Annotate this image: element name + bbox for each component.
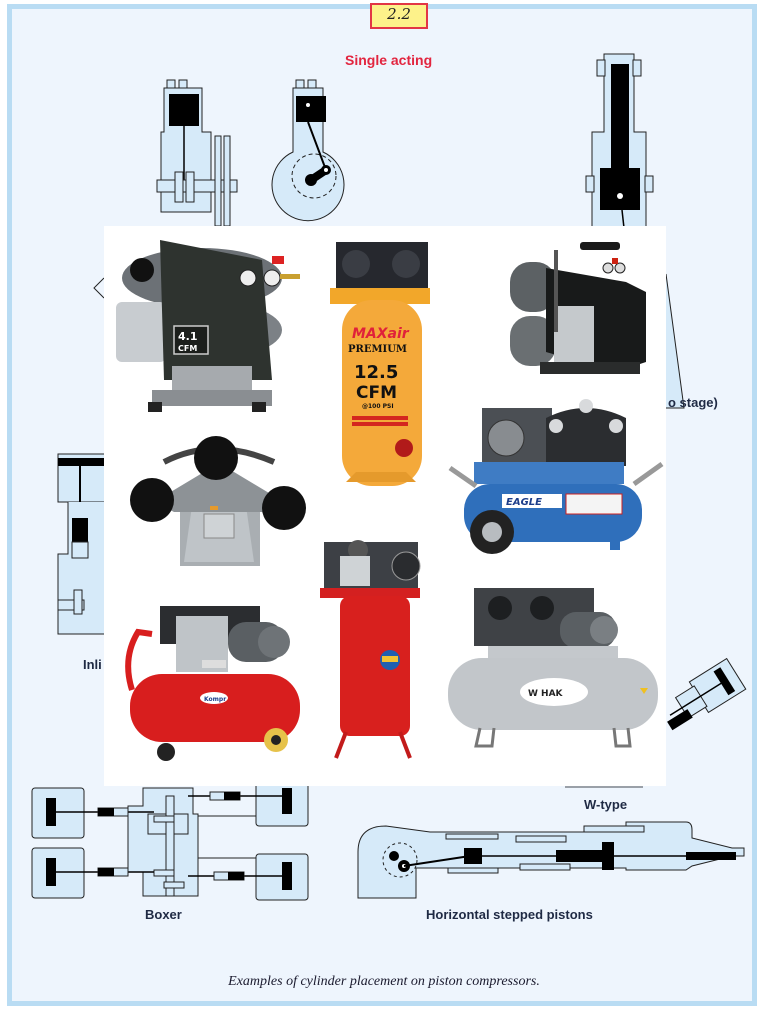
- svg-text:MAXair: MAXair: [352, 326, 410, 342]
- boxer-diagram: [31, 779, 309, 901]
- photo-compressor-2: MAXair PREMIUM 12.5 CFM @100 PSI: [330, 242, 430, 486]
- horizontal-stepped-pistons-diagram: [357, 821, 745, 899]
- label-two-stage: o stage): [668, 395, 718, 410]
- label-inline: Inli: [83, 657, 102, 672]
- single-acting-front-diagram: [271, 79, 345, 222]
- photo-compressor-7: Kompr: [125, 606, 300, 761]
- label-single-acting: Single acting: [345, 52, 433, 68]
- svg-text:PREMIUM: PREMIUM: [348, 344, 407, 355]
- svg-text:EAGLE: EAGLE: [506, 497, 542, 508]
- two-stage-diagram-fragment: [665, 273, 685, 409]
- diagram-fragment-left: [93, 277, 105, 299]
- divider-line: [565, 786, 643, 788]
- figure-caption: Examples of cylinder placement on piston…: [228, 974, 540, 989]
- photo-compressor-8: W HAK: [448, 588, 658, 748]
- photo-compressor-3: [510, 242, 646, 374]
- svg-text:W HAK: W HAK: [528, 689, 564, 699]
- label-boxer: Boxer: [145, 907, 182, 922]
- svg-text:CFM: CFM: [356, 383, 397, 403]
- photo-compressor-4: [130, 436, 306, 566]
- single-acting-side-diagram: [156, 79, 238, 227]
- compressor-photo-collage: 4.1 CFM MAXair PREMIUM 12.5 CFM @100 PSI: [104, 226, 666, 786]
- svg-text:CFM: CFM: [178, 344, 197, 353]
- svg-text:@100 PSI: @100 PSI: [362, 403, 394, 410]
- photo-compressor-6: [320, 540, 421, 759]
- w-type-diagram-fragment: [667, 657, 747, 731]
- svg-text:4.1: 4.1: [178, 330, 198, 343]
- label-horizontal-stepped-pistons: Horizontal stepped pistons: [426, 907, 593, 922]
- photo-compressor-5: EAGLE: [448, 399, 664, 554]
- svg-text:12.5: 12.5: [354, 362, 398, 383]
- figure-number-badge: 2.2: [370, 3, 428, 29]
- photo-compressor-1: 4.1 CFM: [116, 240, 300, 412]
- label-w-type: W-type: [584, 797, 628, 812]
- vertical-long-piston-diagram: [585, 53, 654, 231]
- svg-text:Kompr: Kompr: [204, 696, 226, 703]
